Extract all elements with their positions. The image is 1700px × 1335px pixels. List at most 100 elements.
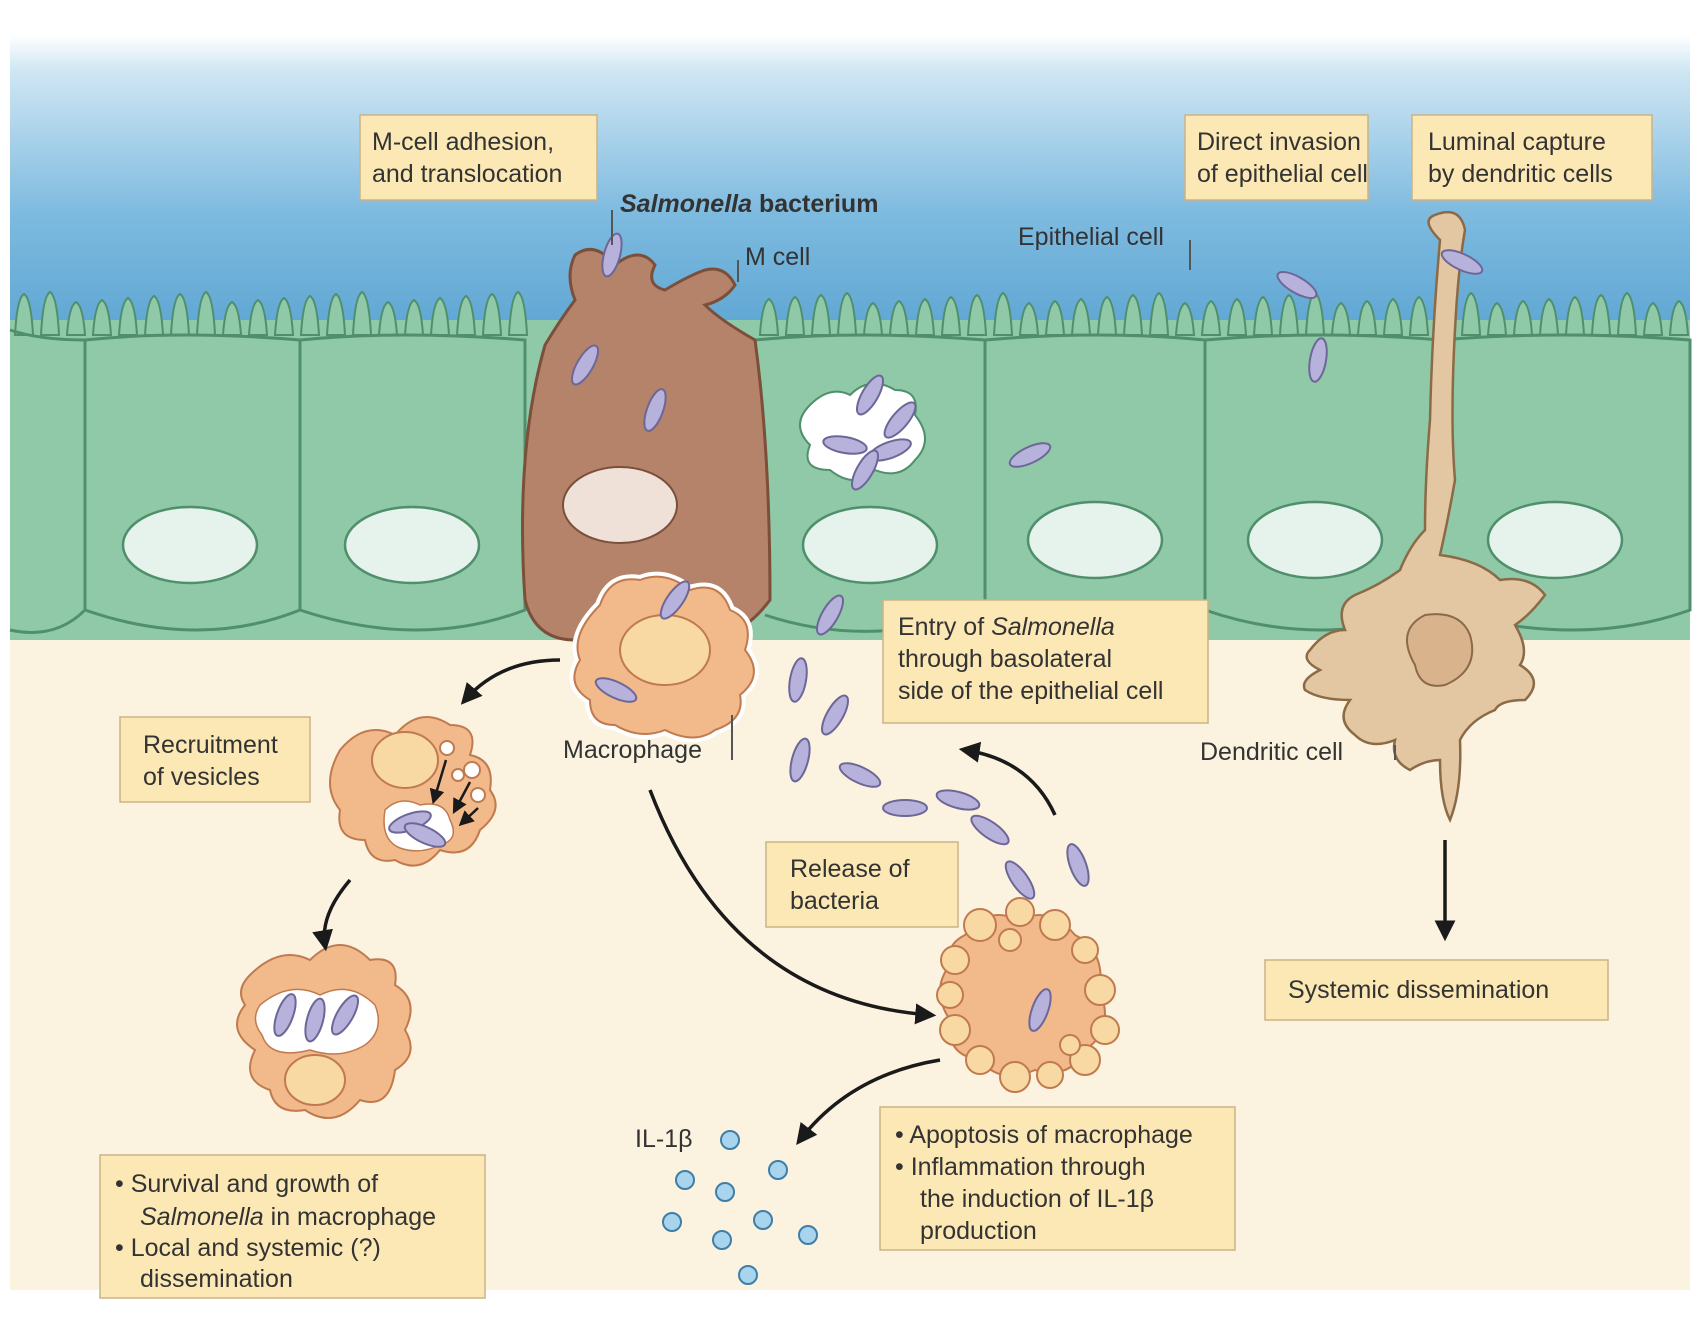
apoptotic-bleb — [939, 1014, 971, 1046]
salmonella-bacterium — [788, 657, 808, 703]
label-release-1: Release of — [790, 855, 910, 883]
arrow-to-recruitment — [460, 658, 561, 705]
apoptotic-bleb — [963, 908, 997, 942]
microvillus — [940, 295, 962, 336]
microvillus — [1122, 293, 1144, 336]
salmonella-bacterium — [304, 997, 326, 1043]
microvillus — [247, 298, 269, 336]
label-entry-1: Entry of Salmonella — [898, 613, 1115, 641]
microvillus — [507, 290, 529, 336]
salmonella-bacterium — [1440, 249, 1484, 275]
salmonella-bacterium — [1028, 988, 1052, 1032]
apoptotic-bleb — [1059, 1034, 1081, 1056]
label-entry-3: side of the epithelial cell — [898, 677, 1163, 705]
microvillus — [221, 300, 243, 336]
arrow-to-il1b — [796, 1058, 941, 1145]
salmonella-bacterium — [789, 737, 811, 783]
microvillus — [1408, 295, 1430, 336]
salmonella-bacterium — [851, 449, 879, 491]
microvillus — [1382, 297, 1404, 336]
label-epithelial-cell: Epithelial cell — [1018, 223, 1164, 251]
salmonella-bacterium — [273, 993, 297, 1037]
salmonella-italic: Salmonella — [620, 190, 752, 218]
salmonella-bacterium — [821, 694, 849, 736]
microvillus — [1668, 299, 1690, 336]
box-release — [765, 841, 959, 928]
microvillus — [91, 298, 113, 336]
apoptotic-bleb — [1039, 909, 1071, 941]
microvillus — [1252, 295, 1274, 336]
microvillus — [966, 293, 988, 336]
m-cell — [521, 247, 772, 642]
microvillus — [1512, 299, 1534, 336]
apoptotic-bleb — [1036, 1061, 1064, 1089]
label-dendritic-cell: Dendritic cell — [1200, 738, 1343, 766]
microvillus — [992, 291, 1014, 336]
microvillus — [836, 291, 858, 336]
label-entry-2: through basolateral — [898, 645, 1112, 673]
salmonella-bacterium — [1004, 860, 1036, 900]
label-recruitment-2: of vesicles — [143, 763, 260, 791]
survival-salmonella-italic: Salmonella — [140, 1203, 264, 1231]
salmonella-bacterium — [643, 388, 667, 432]
label-apoptosis-2: • Inflammation through — [895, 1153, 1146, 1181]
microvillus — [455, 294, 477, 336]
microvillus — [1486, 301, 1508, 336]
salmonella-bacterium — [331, 994, 359, 1036]
label-direct-invasion-2: of epithelial cell — [1197, 160, 1368, 188]
microvillus — [1590, 293, 1612, 336]
salmonella-bacterium — [1008, 442, 1052, 468]
microvillus — [13, 292, 35, 336]
salmonella-bacterium — [816, 594, 844, 636]
label-luminal-capture-1: Luminal capture — [1428, 128, 1606, 156]
apoptotic-bleb — [965, 1045, 995, 1075]
apoptotic-blebs — [936, 897, 1120, 1093]
dendritic-cell — [1302, 210, 1547, 824]
label-m-cell-adhesion-1: M-cell adhesion, — [372, 128, 554, 156]
label-recruitment-1: Recruitment — [143, 731, 278, 759]
arrow-release — [958, 741, 1057, 816]
salmonella-bacterium — [883, 401, 917, 439]
box-m-cell-adhesion — [359, 114, 598, 201]
microvillus — [1174, 301, 1196, 336]
leader-lines — [611, 210, 1396, 760]
box-systemic — [1264, 959, 1609, 1021]
il1b-molecules — [662, 1130, 818, 1285]
apoptotic-bleb — [940, 945, 970, 975]
microvillus — [1538, 297, 1560, 336]
apoptotic-macrophage — [936, 897, 1120, 1093]
salmonella-bacterium — [594, 677, 638, 703]
label-systemic: Systemic dissemination — [1288, 976, 1549, 1004]
microvillus — [195, 290, 217, 336]
label-release-2: bacteria — [790, 887, 879, 915]
bacterium-word: bacterium — [752, 190, 878, 218]
entry-salmonella-italic: Salmonella — [991, 613, 1115, 641]
salmonella-bacterium — [601, 232, 623, 278]
salmonella-bacterium — [571, 344, 599, 386]
label-survival-1: • Survival and growth of — [115, 1170, 378, 1198]
salmonella-bacterium — [935, 789, 981, 811]
microvillus — [1018, 301, 1040, 336]
microvillus — [1278, 293, 1300, 336]
text-labels: M-cell adhesion, and translocation Salmo… — [115, 128, 1613, 1293]
label-survival-3: • Local and systemic (?) — [115, 1234, 381, 1262]
microvillus — [784, 295, 806, 336]
microvillus — [481, 292, 503, 336]
box-direct-invasion — [1184, 114, 1369, 201]
apoptotic-bleb — [999, 1061, 1031, 1093]
salmonella-bacterium — [403, 822, 447, 848]
label-m-cell: M cell — [745, 243, 810, 271]
salmonella-bacterium — [838, 762, 882, 788]
microvillus — [299, 294, 321, 336]
salmonella-bacterium — [970, 814, 1010, 846]
apoptotic-bleb — [1071, 936, 1099, 964]
microvillus — [65, 300, 87, 336]
survival-in-macrophage: in macrophage — [264, 1203, 436, 1231]
microvillus — [117, 296, 139, 336]
microvillus — [1460, 291, 1482, 336]
box-luminal-capture — [1411, 114, 1653, 201]
label-apoptosis-3: the induction of IL-1β — [920, 1185, 1154, 1213]
microvillus — [1044, 299, 1066, 336]
arrow-to-apoptosis — [648, 789, 937, 1025]
